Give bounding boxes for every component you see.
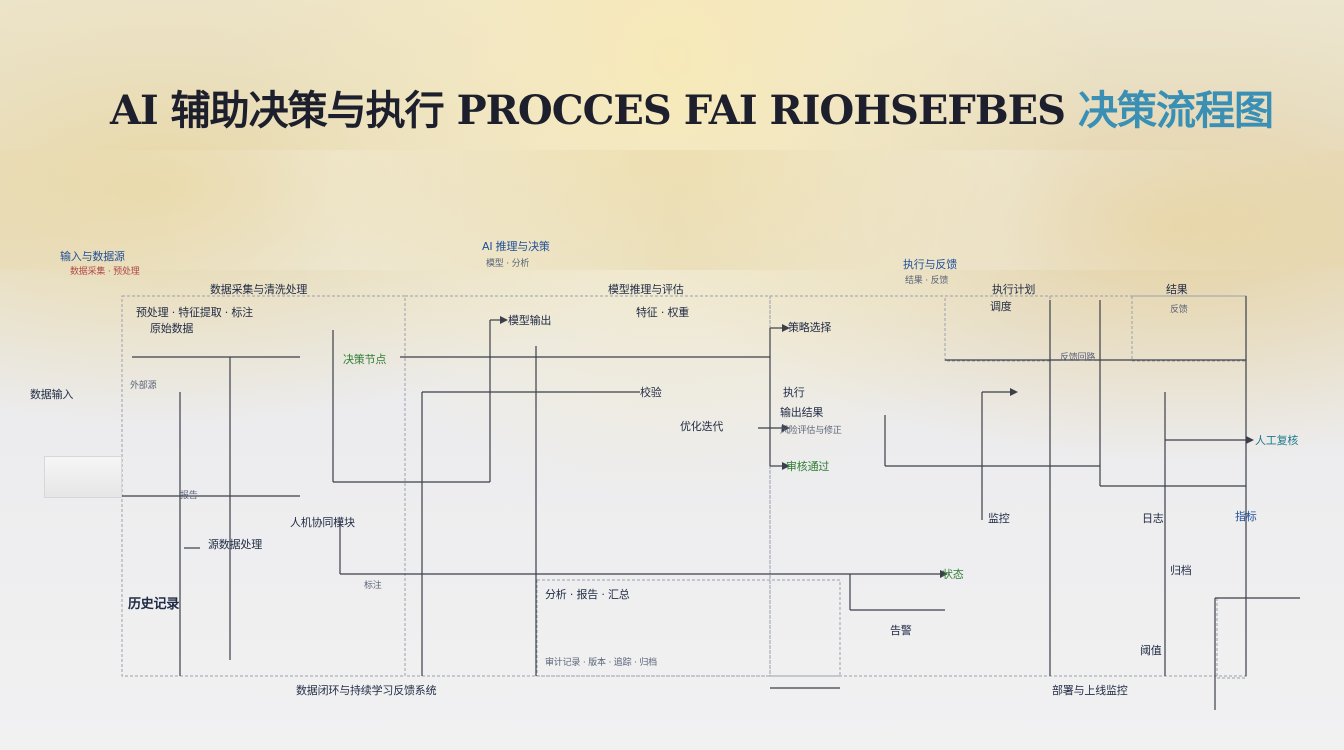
box3-title: 执行计划 <box>992 283 1036 296</box>
box1-sub: 预处理 · 特征提取 · 标注 <box>136 306 253 319</box>
diagram-title: AI 辅助决策与执行 PROCCES FAI RIOHSEFBES 决策流程图 <box>110 78 1274 134</box>
node-risk: 风险评估与修正 <box>780 426 842 436</box>
input-thumbnail <box>44 456 122 498</box>
node-execute: 执行 <box>783 386 805 399</box>
node-monitor: 监控 <box>988 512 1010 525</box>
bottom-left-2: 历史记录 <box>128 597 180 612</box>
node-log: 日志 <box>1142 512 1164 525</box>
node-approved: 审核通过 <box>786 460 830 473</box>
box4-sub: 反馈 <box>1170 305 1188 315</box>
frame-right-top <box>1131 295 1247 362</box>
connectors <box>122 296 1300 710</box>
title-main: AI 辅助决策与执行 PROCCES FAI RIOHSEFBES <box>110 87 1066 134</box>
bottom-center: 数据闭环与持续学习反馈系统 <box>296 684 437 697</box>
node-decision: 决策节点 <box>343 353 387 366</box>
frame-reasoning <box>404 295 771 677</box>
left-small-label: 外部源 <box>130 381 157 391</box>
title-accent: 决策流程图 <box>1077 87 1274 134</box>
right-status: 状态 <box>942 568 964 581</box>
node-output: 输出结果 <box>780 406 824 419</box>
arrowheads <box>500 316 1254 578</box>
header-reasoning-sub: 模型 · 分析 <box>486 259 530 269</box>
node-metrics: 指标 <box>1235 510 1257 523</box>
box2-title: 模型推理与评估 <box>608 283 684 296</box>
node-report: 报告 <box>180 491 198 501</box>
analysis-sub: 审计记录 · 版本 · 追踪 · 归档 <box>545 658 657 668</box>
header-reasoning: AI 推理与决策 <box>482 240 550 253</box>
node-review: 人工复核 <box>1255 434 1299 447</box>
box1-sub2: 原始数据 <box>150 322 194 335</box>
frame-right-bottom <box>1216 597 1247 679</box>
node-check: 校验 <box>640 386 662 399</box>
node-optimize: 优化迭代 <box>680 420 724 433</box>
box4-title: 结果 <box>1166 283 1188 296</box>
header-input-sub: 数据采集 · 预处理 <box>70 267 140 277</box>
box2-sub: 特征 · 权重 <box>636 306 690 319</box>
node-feedback-loop: 反馈回路 <box>1060 353 1096 363</box>
box1-title: 数据采集与清洗处理 <box>210 283 308 296</box>
node-model-output: 模型输出 <box>508 314 552 327</box>
right-threshold: 阈值 <box>1140 644 1162 657</box>
analysis-title: 分析 · 报告 · 汇总 <box>545 588 630 601</box>
bottom-left-3: 标注 <box>364 581 382 591</box>
bottom-left-1: 源数据处理 <box>208 538 262 551</box>
frame-analysis <box>536 579 841 677</box>
right-archive: 归档 <box>1170 564 1192 577</box>
background-band <box>0 150 1344 270</box>
bottom-right: 部署与上线监控 <box>1052 684 1128 697</box>
left-input-label: 数据输入 <box>30 388 74 401</box>
node-strategy: 策略选择 <box>788 321 832 334</box>
node-collab: 人机协同模块 <box>290 516 355 529</box>
right-alert: 告警 <box>890 624 912 637</box>
header-execution: 执行与反馈 <box>903 258 957 271</box>
box3-sub: 调度 <box>990 300 1012 313</box>
header-execution-sub: 结果 · 反馈 <box>905 276 949 286</box>
header-input: 输入与数据源 <box>60 250 125 263</box>
